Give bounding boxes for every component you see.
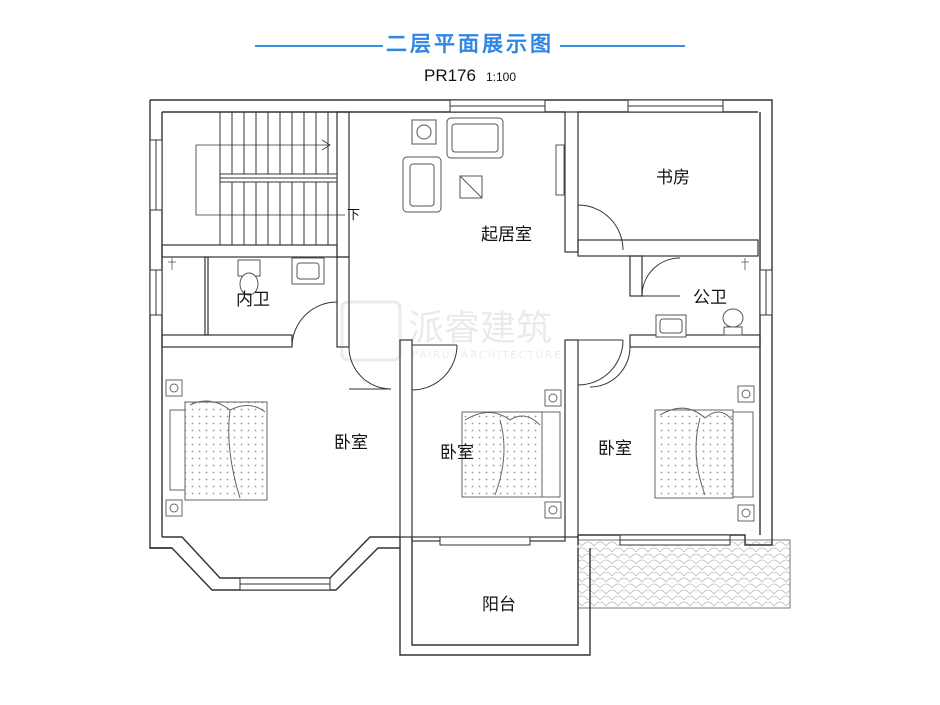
room-labels: 起居室 书房 公卫 内卫 卧室 卧室 卧室 阳台 [236,168,727,615]
room-label-balcony: 阳台 [482,595,516,615]
bed-right-icon [654,385,755,522]
public-bath-fixtures [655,258,749,338]
windows [149,99,773,591]
plan-scale: 1:100 [485,70,516,84]
stair-direction-label: 下 [347,208,360,223]
room-label-bedroom-middle: 卧室 [440,443,474,463]
bed-left-icon [165,379,268,517]
staircase [195,111,345,246]
watermark-text: 派睿建筑 [408,308,552,349]
room-label-living: 起居室 [481,225,532,245]
doors [291,204,681,391]
title-row: 二层平面展示图 [0,28,940,64]
watermark: 派睿建筑 PAIRUI ARCHITECTURE [340,300,562,362]
public-toilet-icon [722,308,744,328]
toilet-icon [239,272,259,296]
room-label-bedroom-left: 卧室 [334,433,368,453]
room-label-ensuite: 内卫 [236,290,270,310]
page-title: 二层平面展示图 [386,32,554,56]
tv-cabinet-icon [555,144,565,196]
watermark-subtext: PAIRUI ARCHITECTURE [412,350,562,361]
plan-subtitle: PR176 1:100 [0,66,940,86]
room-label-bedroom-right: 卧室 [598,439,632,459]
title-right-rule [560,45,685,47]
title-left-rule [255,45,383,47]
bed-middle-icon [461,389,562,519]
beds [165,379,755,522]
room-label-public-bath: 公卫 [693,288,727,308]
room-label-study: 书房 [656,168,690,188]
living-room-furniture [402,117,565,213]
ensuite-fixtures [168,257,325,296]
terrace-tile [577,539,791,609]
plan-code: PR176 [423,66,476,85]
watermark-logo-icon [340,300,402,362]
